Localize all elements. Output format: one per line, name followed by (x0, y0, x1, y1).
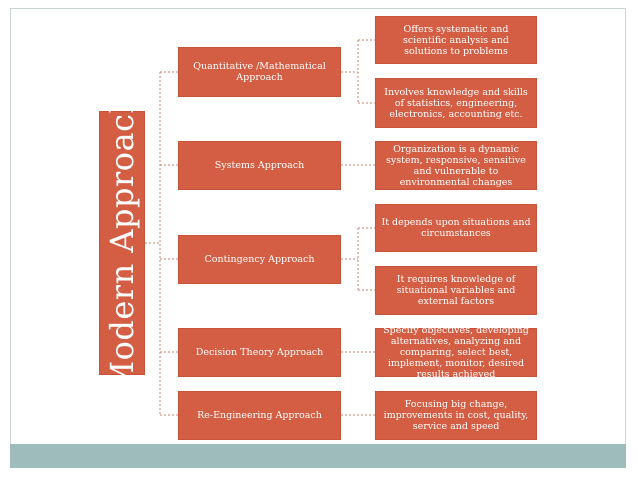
approach-systems: Systems Approach (178, 141, 341, 190)
detail-quantitative-2: Involves knowledge and skills of statist… (375, 78, 537, 128)
detail-contingency-2: It requires knowledge of situational var… (375, 266, 537, 315)
approach-re-engineering: Re-Engineering Approach (178, 391, 341, 440)
approach-decision-theory: Decision Theory Approach (178, 328, 341, 377)
detail-decision-theory: Specify objectives, developing alternati… (375, 325, 537, 380)
root-box (99, 111, 145, 375)
approach-contingency: Contingency Approach (178, 235, 341, 284)
root-label: Modern Approach (103, 92, 141, 394)
detail-re-engineering: Focusing big change, improvements in cos… (375, 391, 537, 440)
detail-quantitative-1: Offers systematic and scientific analysi… (375, 16, 537, 64)
footer-bar (10, 444, 626, 468)
approach-quantitative: Quantitative /Mathematical Approach (178, 47, 341, 97)
detail-systems: Organization is a dynamic system, respon… (375, 141, 537, 190)
detail-contingency-1: It depends upon situations and circumsta… (375, 204, 537, 252)
